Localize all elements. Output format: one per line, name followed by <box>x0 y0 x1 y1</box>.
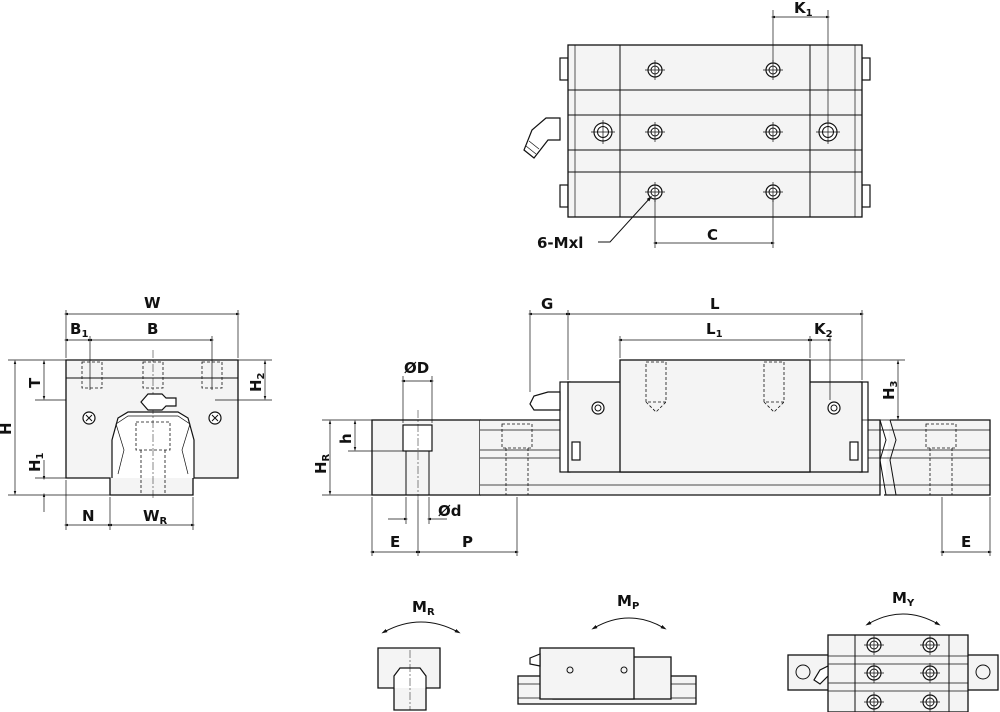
grease-nipple-icon <box>140 393 177 411</box>
side-view: G L L1 K2 H3 ØD h HR Ød E P E <box>312 295 993 556</box>
dim-label-K1: K1 <box>794 0 813 19</box>
moment-roll-diagram: MR <box>377 598 461 711</box>
dim-label-L: L <box>710 295 720 313</box>
dim-label-H3: H3 <box>880 380 900 400</box>
dim-label-N: N <box>82 507 95 525</box>
moment-label-MP: MP <box>617 592 639 612</box>
top-view: K1 C 6-Mxl <box>523 0 871 252</box>
dim-label-E-right: E <box>961 533 971 551</box>
moment-label-MY: MY <box>892 589 915 609</box>
dim-label-L1: L1 <box>706 320 723 340</box>
dim-label-W: W <box>144 294 161 312</box>
dim-label-B1: B1 <box>70 320 88 340</box>
block-top-outline <box>567 44 863 218</box>
dim-label-H: H <box>0 422 15 435</box>
rotation-arrow-icon <box>591 617 667 630</box>
dim-label-E-left: E <box>390 533 400 551</box>
dim-label-H2: H2 <box>247 372 267 392</box>
dim-label-C: C <box>707 226 718 244</box>
rotation-arrow-icon <box>381 621 461 634</box>
dim-label-Od: Ød <box>438 502 462 520</box>
dim-label-P: P <box>462 533 473 551</box>
dim-label-T: T <box>26 377 44 388</box>
dim-label-h: h <box>337 433 355 444</box>
dim-label-HR: HR <box>312 453 332 474</box>
grease-nipple-icon <box>529 391 561 411</box>
dim-label-OD: ØD <box>404 359 429 377</box>
dim-label-B: B <box>147 320 158 338</box>
end-view: W B1 B H T H1 H2 N WR <box>0 294 272 530</box>
dim-label-WR: WR <box>143 507 168 527</box>
dim-label-H1: H1 <box>26 452 46 472</box>
dim-label-G: G <box>541 295 553 313</box>
thread-callout-label: 6-Mxl <box>537 234 583 252</box>
moment-yaw-diagram: MY <box>787 589 999 712</box>
rotation-arrow-icon <box>865 613 941 626</box>
moment-pitch-diagram: MP <box>517 592 697 705</box>
moment-label-MR: MR <box>412 598 435 618</box>
grease-nipple-icon <box>523 117 561 159</box>
dim-label-K2: K2 <box>814 320 833 340</box>
